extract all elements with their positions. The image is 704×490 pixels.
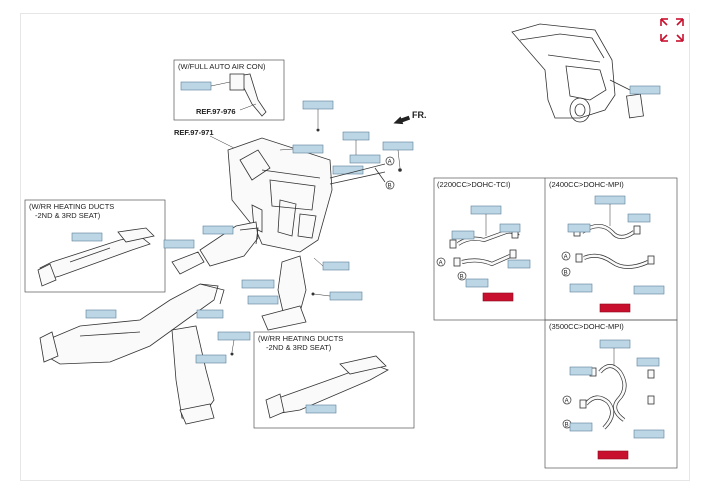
part-label[interactable]: [85, 309, 117, 319]
part-label[interactable]: [499, 223, 521, 233]
part-label-highlight[interactable]: [599, 303, 631, 313]
center-ducts: [171, 221, 259, 275]
expand-arrows-icon[interactable]: [660, 18, 684, 42]
section-2200cc: (2200CC>DOHC-TCI): [437, 180, 511, 189]
part-label[interactable]: [71, 232, 103, 242]
section-2400cc: (2400CC>DOHC-MPI): [549, 180, 624, 189]
heater-pipes: [329, 163, 386, 185]
part-label[interactable]: [507, 259, 531, 269]
part-label[interactable]: [470, 205, 502, 215]
hose-3500: [579, 364, 655, 430]
rr-heating-box-bottom: [253, 331, 415, 429]
svg-text:B: B: [388, 184, 392, 190]
part-label[interactable]: [342, 131, 370, 141]
part-label[interactable]: [349, 154, 381, 164]
svg-text:B: B: [460, 275, 464, 281]
part-label[interactable]: [302, 100, 334, 110]
part-label[interactable]: [196, 309, 224, 319]
part-label[interactable]: [163, 239, 195, 249]
part-label[interactable]: [241, 279, 275, 289]
part-label[interactable]: [465, 278, 489, 288]
connector-b: [385, 180, 395, 190]
engine-variants-box: [433, 177, 678, 321]
svg-text:A: A: [565, 399, 569, 405]
full-auto-box: [173, 59, 285, 121]
vehicle-sketch: [511, 23, 644, 123]
part-label[interactable]: [633, 285, 665, 295]
part-label[interactable]: [180, 81, 212, 91]
rr-heating-bottom-line1: (W/RR HEATING DUCTS: [258, 334, 343, 343]
part-label[interactable]: [627, 213, 651, 223]
part-label[interactable]: [633, 429, 665, 439]
floor-duct: [39, 283, 225, 365]
part-label[interactable]: [594, 195, 626, 205]
part-label[interactable]: [569, 422, 593, 432]
vertical-duct: [171, 325, 215, 425]
part-label[interactable]: [569, 366, 593, 376]
full-auto-title: (W/FULL AUTO AIR CON): [178, 62, 266, 71]
svg-text:A: A: [564, 255, 568, 261]
side-duct: [261, 255, 307, 331]
engine-3500-box: [544, 319, 678, 469]
part-label-highlight[interactable]: [482, 292, 514, 302]
svg-text:A: A: [388, 160, 392, 166]
ref-97-976: REF.97-976: [196, 107, 236, 116]
rear-duct-bottom: [265, 355, 389, 419]
svg-text:B: B: [565, 423, 569, 429]
part-label[interactable]: [332, 165, 364, 175]
front-arrow: [393, 115, 411, 125]
part-label[interactable]: [569, 283, 593, 293]
part-label[interactable]: [451, 230, 475, 240]
part-label[interactable]: [217, 331, 251, 341]
sensor-hose: [229, 73, 267, 117]
part-label[interactable]: [247, 295, 279, 305]
svg-text:B: B: [564, 271, 568, 277]
hose-2200: [449, 229, 520, 267]
part-label[interactable]: [195, 354, 227, 364]
part-label[interactable]: [322, 261, 350, 271]
part-label-highlight[interactable]: [597, 450, 629, 460]
part-label[interactable]: [329, 291, 363, 301]
part-label[interactable]: [382, 141, 414, 151]
svg-text:A: A: [439, 261, 443, 267]
part-label[interactable]: [629, 85, 661, 95]
connector-a: [385, 156, 395, 166]
ref-97-971: REF.97-971: [174, 128, 214, 137]
rr-heating-top-line2: -2ND & 3RD SEAT): [35, 211, 101, 220]
part-label[interactable]: [292, 144, 324, 154]
part-label[interactable]: [202, 225, 234, 235]
rr-heating-bottom-line2: -2ND & 3RD SEAT): [266, 343, 332, 352]
front-label: FR.: [412, 110, 427, 120]
rear-duct-top: [37, 227, 155, 287]
section-3500cc: (3500CC>DOHC-MPI): [549, 322, 624, 331]
part-label[interactable]: [599, 339, 631, 349]
part-label[interactable]: [305, 404, 337, 414]
part-label[interactable]: [636, 357, 660, 367]
part-label[interactable]: [567, 223, 591, 233]
hose-2400: [573, 224, 655, 269]
rr-heating-top-line1: (W/RR HEATING DUCTS: [29, 202, 114, 211]
